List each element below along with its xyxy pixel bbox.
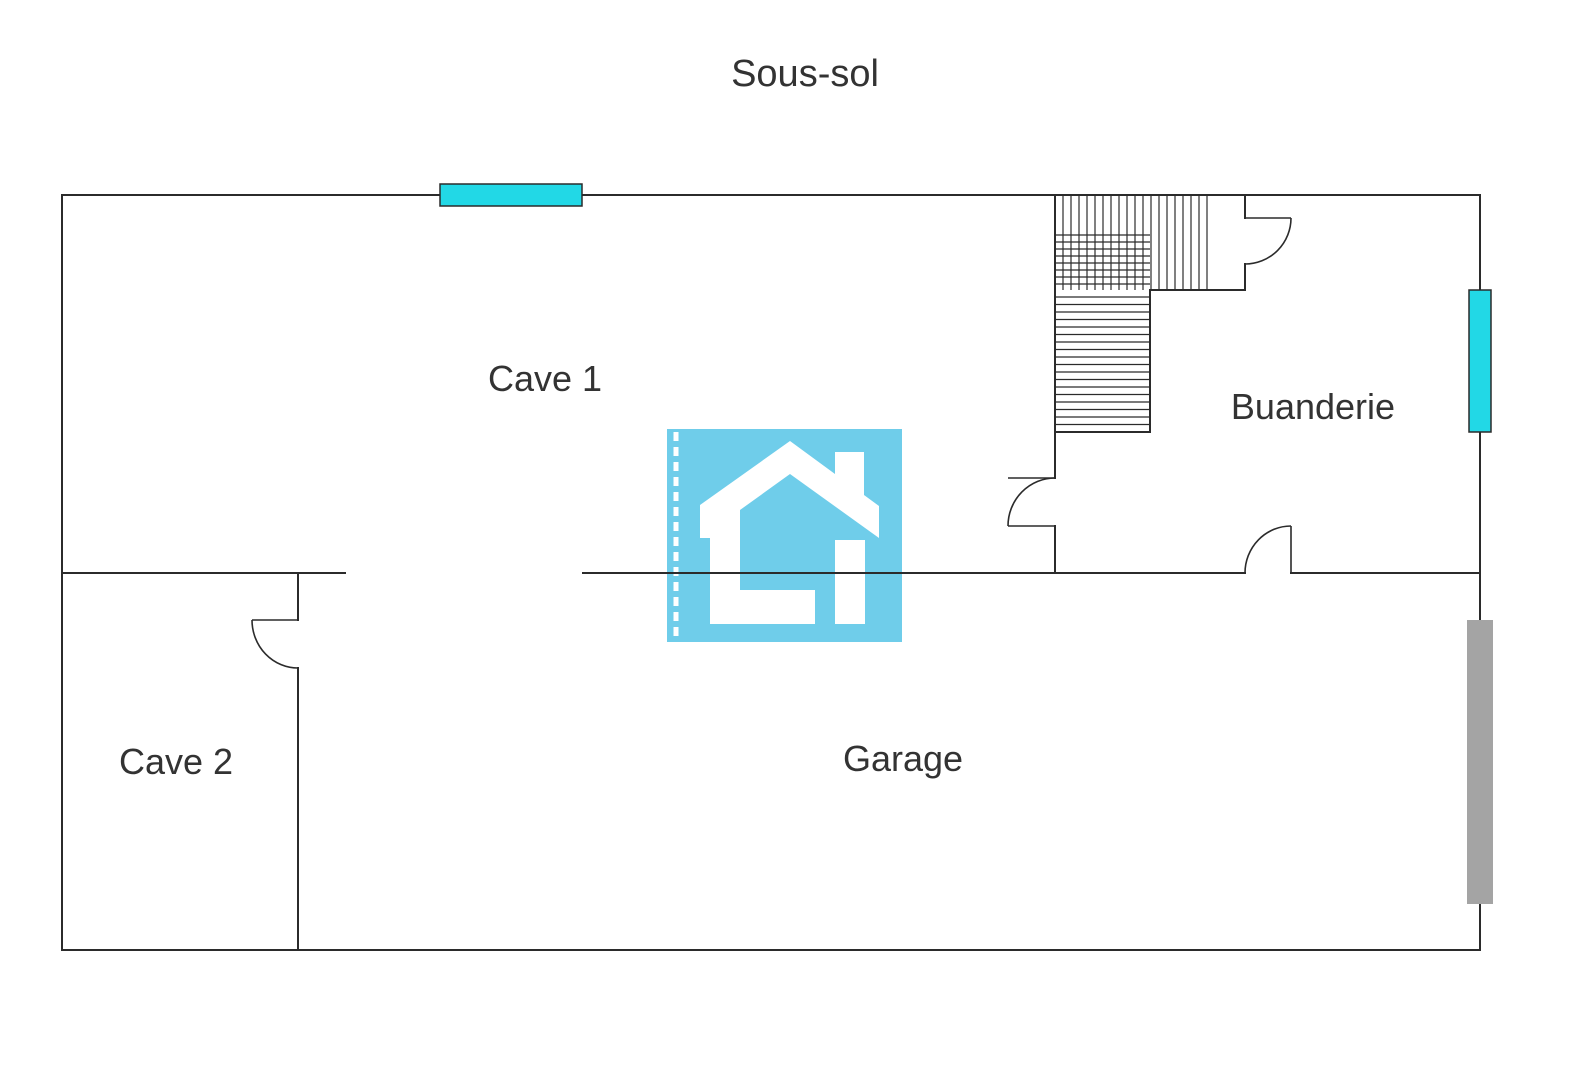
room-label-cave2: Cave 2	[119, 741, 233, 782]
room-label-cave1: Cave 1	[488, 358, 602, 399]
room-label-buanderie: Buanderie	[1231, 386, 1395, 427]
plan-title: Sous-sol	[731, 53, 879, 95]
room-label-garage: Garage	[843, 738, 963, 779]
doors	[251, 217, 1292, 669]
window-top	[439, 183, 583, 207]
staircase	[1055, 195, 1208, 426]
window-right	[1468, 289, 1492, 433]
interior-walls	[61, 194, 1481, 951]
garage-door	[1467, 620, 1493, 904]
door-stair-landing	[1244, 217, 1292, 265]
door-cave2	[251, 619, 299, 669]
house-logo-icon	[667, 429, 902, 642]
door-buanderie-south	[1244, 525, 1292, 574]
door-buanderie-west	[1007, 477, 1056, 527]
